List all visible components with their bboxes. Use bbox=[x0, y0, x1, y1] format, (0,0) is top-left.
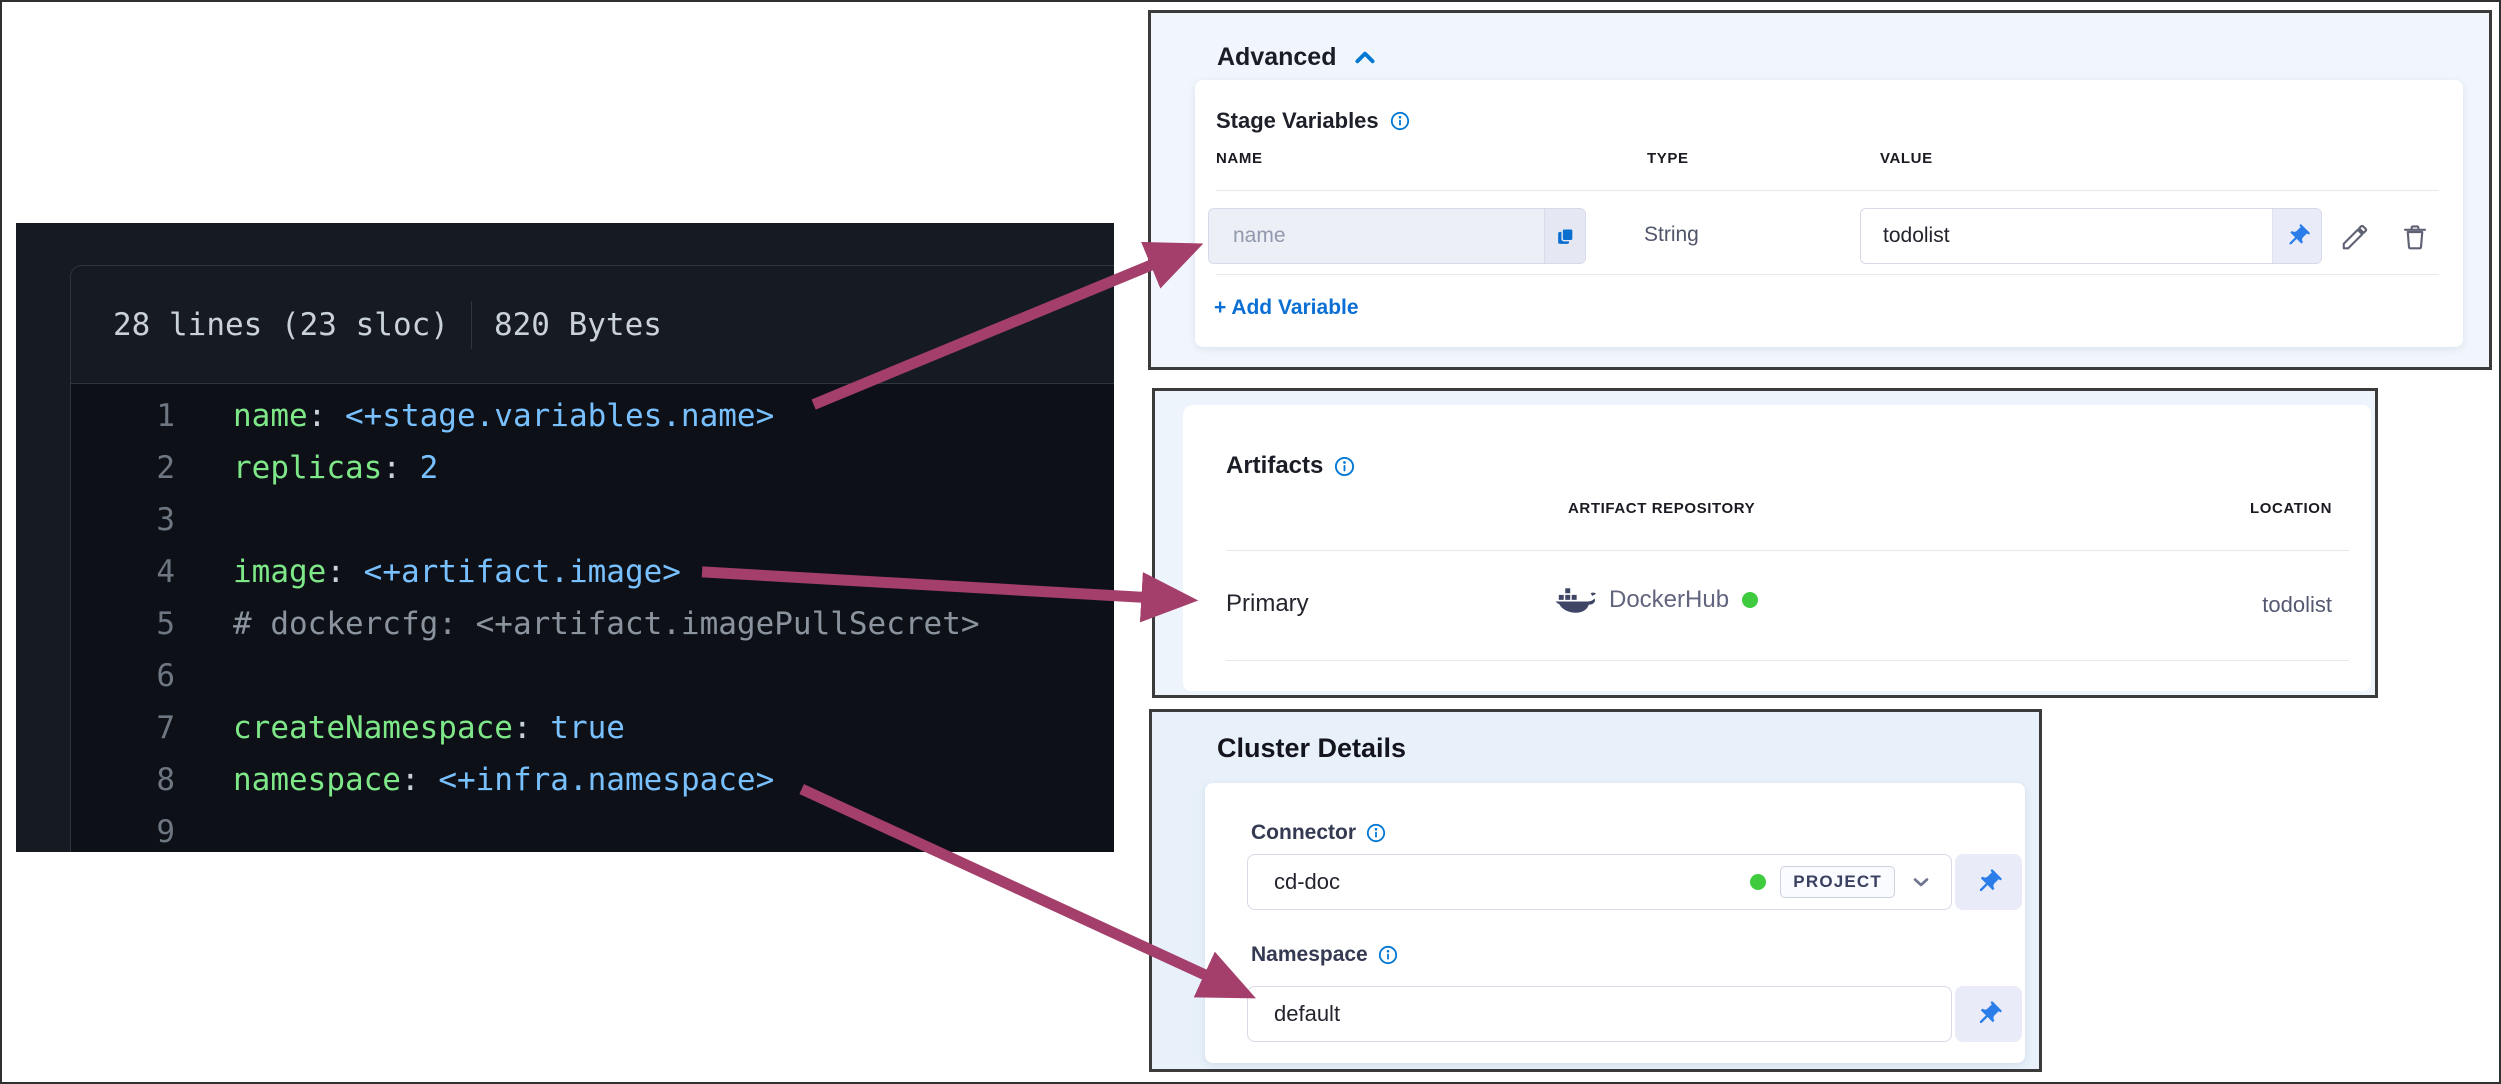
connector-select[interactable]: cd-doc PROJECT bbox=[1247, 854, 1952, 910]
divider bbox=[1216, 190, 2439, 191]
info-icon[interactable] bbox=[1334, 456, 1355, 477]
code-line: 5# dockercfg: <+artifact.imagePullSecret… bbox=[156, 606, 980, 642]
file-lines-count: 28 lines (23 sloc) bbox=[113, 306, 449, 343]
advanced-panel: Advanced Stage Variables NAME TYPE VALUE bbox=[1148, 10, 2492, 370]
info-icon[interactable] bbox=[1390, 111, 1410, 131]
advanced-collapse-toggle[interactable]: Advanced bbox=[1217, 43, 1378, 72]
delete-icon[interactable] bbox=[2398, 220, 2432, 254]
cluster-details-card: Connector cd-doc PROJECT bbox=[1205, 783, 2025, 1063]
variable-name-input[interactable] bbox=[1209, 209, 1544, 263]
info-icon[interactable] bbox=[1378, 945, 1398, 965]
meta-divider bbox=[470, 300, 472, 349]
copy-icon[interactable] bbox=[1544, 209, 1585, 263]
artifact-repository-name: DockerHub bbox=[1609, 586, 1730, 613]
artifacts-panel: Artifacts ARTIFACT REPOSITORY LOCATION P… bbox=[1152, 388, 2378, 698]
advanced-title: Advanced bbox=[1217, 43, 1337, 71]
column-header-value: VALUE bbox=[1880, 150, 1933, 167]
artifacts-title: Artifacts bbox=[1226, 452, 1324, 479]
namespace-field bbox=[1247, 986, 2022, 1042]
namespace-label: Namespace bbox=[1251, 943, 1368, 966]
column-header-location: LOCATION bbox=[2249, 500, 2332, 517]
variable-value-input[interactable] bbox=[1861, 209, 2272, 263]
column-header-type: TYPE bbox=[1647, 150, 1689, 167]
column-header-name: NAME bbox=[1216, 150, 1263, 167]
status-green-dot bbox=[1742, 592, 1759, 608]
namespace-input[interactable] bbox=[1248, 1001, 1951, 1027]
chevron-down-icon[interactable] bbox=[1909, 870, 1933, 894]
code-line: 3 bbox=[156, 502, 175, 538]
column-header-repository: ARTIFACT REPOSITORY bbox=[1568, 500, 1756, 517]
chevron-up-icon bbox=[1352, 45, 1378, 71]
code-line: 9 bbox=[156, 814, 175, 850]
variable-value-field bbox=[1860, 208, 2322, 264]
cluster-details-title: Cluster Details bbox=[1217, 733, 1407, 763]
docker-whale-icon bbox=[1554, 585, 1596, 615]
namespace-input-box bbox=[1247, 986, 1952, 1042]
pin-icon[interactable] bbox=[2272, 209, 2321, 263]
info-icon[interactable] bbox=[1366, 823, 1386, 843]
artifacts-card: Artifacts ARTIFACT REPOSITORY LOCATION P… bbox=[1183, 405, 2371, 691]
file-meta-bar: 28 lines (23 sloc) 820 Bytes bbox=[71, 266, 1114, 384]
scope-badge: PROJECT bbox=[1780, 866, 1895, 898]
divider bbox=[1216, 274, 2439, 275]
variable-name-field bbox=[1208, 208, 1586, 264]
variable-type: String bbox=[1644, 223, 1699, 246]
stage-variables-card: Stage Variables NAME TYPE VALUE String bbox=[1195, 80, 2463, 347]
cluster-details-panel: Cluster Details Connector cd-doc PROJECT bbox=[1149, 709, 2042, 1072]
add-variable-button[interactable]: + Add Variable bbox=[1214, 296, 1359, 319]
divider bbox=[1226, 550, 2349, 551]
pin-icon[interactable] bbox=[1955, 854, 2022, 910]
status-green-dot bbox=[1750, 874, 1767, 890]
divider bbox=[1226, 660, 2349, 661]
connector-value: cd-doc bbox=[1274, 869, 1341, 894]
connector-label: Connector bbox=[1251, 821, 1356, 844]
artifact-location: todolist bbox=[2262, 592, 2332, 617]
edit-icon[interactable] bbox=[2338, 220, 2372, 254]
pin-icon[interactable] bbox=[1955, 986, 2022, 1042]
stage-variables-title: Stage Variables bbox=[1216, 108, 1379, 133]
connector-field: cd-doc PROJECT bbox=[1247, 854, 2022, 910]
file-size: 820 Bytes bbox=[493, 306, 662, 343]
code-line: 6 bbox=[156, 658, 175, 694]
artifact-label: Primary bbox=[1226, 590, 1309, 617]
